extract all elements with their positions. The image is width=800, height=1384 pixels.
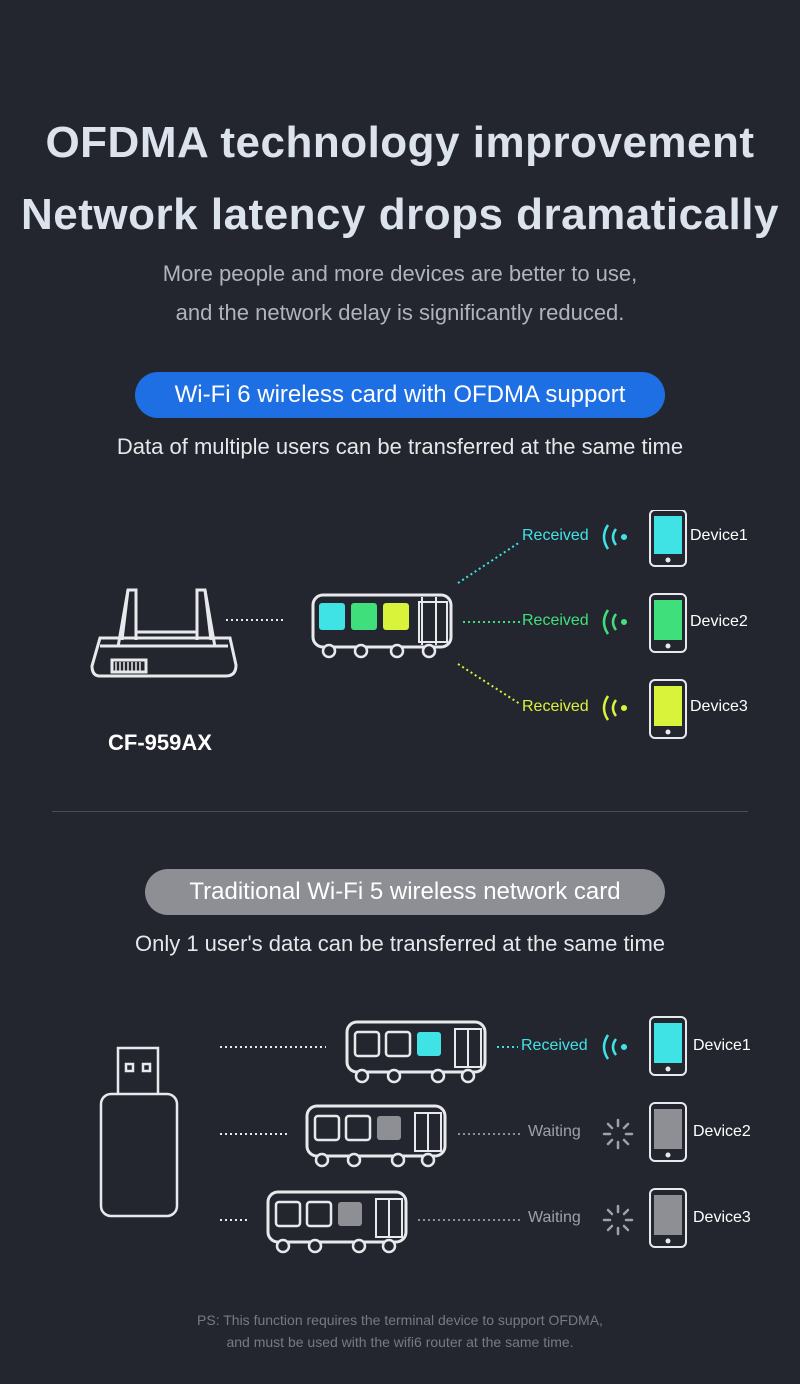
wifi5-status-2: Waiting: [528, 1123, 581, 1140]
headline-line1: OFDMA technology improvement: [45, 118, 755, 167]
wifi-signal-icon: [602, 1034, 628, 1060]
section-divider: [52, 811, 748, 812]
subtitle-line1: More people and more devices are better …: [162, 261, 638, 286]
usb-adapter-icon: [99, 1046, 179, 1218]
wifi6-device-1: Device1: [690, 527, 748, 544]
wifi5-device-2: Device2: [693, 1123, 751, 1140]
wifi5-pill: Traditional Wi-Fi 5 wireless network car…: [145, 869, 665, 915]
footnote-line1: PS: This function requires the terminal …: [197, 1312, 603, 1328]
wifi5-device-1: Device1: [693, 1037, 751, 1054]
wifi6-pill: Wi-Fi 6 wireless card with OFDMA support: [135, 372, 665, 418]
wifi5-description: Only 1 user's data can be transferred at…: [134, 931, 666, 956]
smartphone-icon: [649, 679, 687, 739]
bus-icon: [311, 593, 453, 659]
wifi-signal-icon: [602, 524, 628, 550]
smartphone-icon: [649, 1102, 687, 1162]
smartphone-icon: [649, 1188, 687, 1248]
bus-icon: [266, 1190, 408, 1254]
subtitle-line2: and the network delay is significantly r…: [175, 300, 625, 325]
smartphone-icon: [649, 1016, 687, 1076]
router-model: CF-959AX: [108, 730, 212, 755]
wifi5-diagram: [99, 1016, 687, 1254]
wifi5-status-1: Received: [521, 1037, 588, 1054]
bus-icon: [305, 1104, 447, 1168]
bus-icon: [345, 1020, 487, 1084]
smartphone-icon: [649, 593, 687, 653]
wifi6-status-1: Received: [522, 527, 589, 544]
smartphone-icon: [649, 510, 687, 567]
headline-line2: Network latency drops dramatically: [21, 190, 779, 239]
wifi-signal-icon: [602, 609, 628, 635]
wifi6-device-2: Device2: [690, 613, 748, 630]
router-icon: [90, 588, 238, 678]
wifi6-description: Data of multiple users can be transferre…: [116, 434, 684, 459]
loading-spinner-icon: [602, 1118, 634, 1150]
wifi6-devices: [602, 510, 687, 739]
wifi5-device-3: Device3: [693, 1209, 751, 1226]
wifi6-device-3: Device3: [690, 698, 748, 715]
wifi6-diagram: [90, 541, 521, 705]
wifi6-status-3: Received: [522, 698, 589, 715]
loading-spinner-icon: [602, 1204, 634, 1236]
wifi-signal-icon: [602, 695, 628, 721]
wifi6-status-2: Received: [522, 612, 589, 629]
wifi5-status-3: Waiting: [528, 1209, 581, 1226]
footnote-line2: and must be used with the wifi6 router a…: [226, 1334, 574, 1350]
